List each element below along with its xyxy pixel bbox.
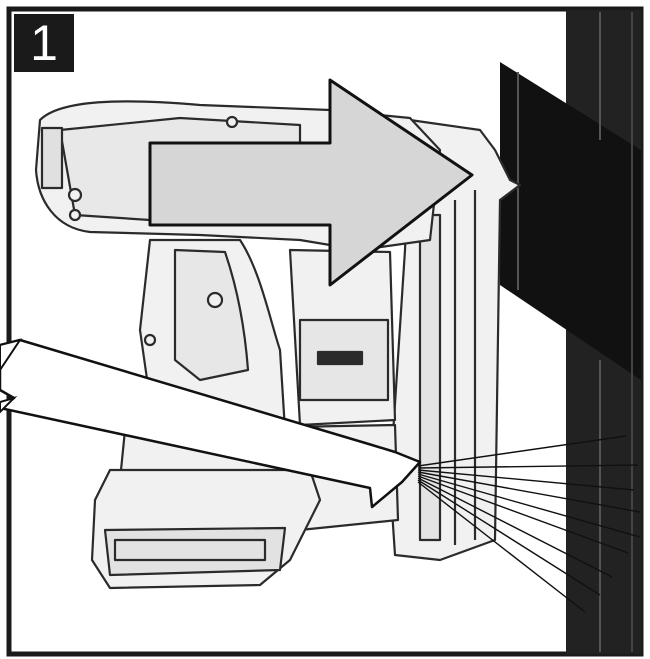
impact-lines (417, 435, 641, 613)
wood-frame-icon (500, 10, 641, 654)
step-number-badge: 1 (14, 14, 74, 72)
push-right-arrow-icon (148, 78, 474, 287)
pointer-arrow-icon (0, 338, 422, 509)
